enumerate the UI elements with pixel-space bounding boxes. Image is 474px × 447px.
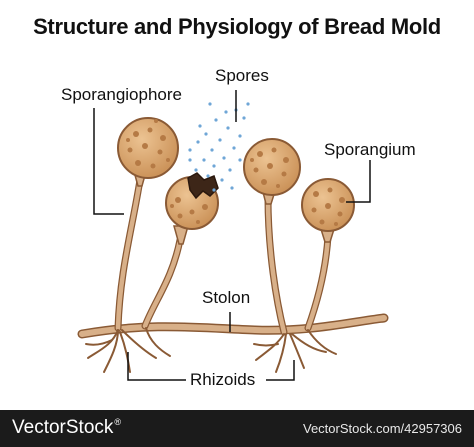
sporangium-2 bbox=[243, 138, 301, 196]
leader-lines bbox=[93, 90, 371, 381]
watermark-footer: VectorStock® VectorStock.com/42957306 bbox=[0, 410, 474, 447]
label-spores: Spores bbox=[215, 66, 269, 85]
sporangium-burst bbox=[165, 172, 219, 230]
brand-text: VectorStock bbox=[12, 417, 114, 438]
brand-logo: VectorStock® bbox=[12, 417, 121, 439]
sporangium-3 bbox=[301, 178, 355, 232]
label-rhizoids: Rhizoids bbox=[190, 370, 256, 389]
sporangium-1 bbox=[117, 117, 179, 179]
rhizoids-right bbox=[253, 329, 337, 373]
sporangiophore-stalks bbox=[114, 176, 332, 336]
label-stolon: Stolon bbox=[202, 288, 251, 307]
rhizoids-left bbox=[85, 327, 171, 373]
registered-mark: ® bbox=[114, 417, 122, 427]
label-sporangiophore: Sporangiophore bbox=[61, 85, 182, 104]
spores-cloud bbox=[188, 102, 250, 192]
label-sporangium: Sporangium bbox=[324, 140, 416, 159]
diagram-title: Structure and Physiology of Bread Mold bbox=[33, 14, 441, 39]
image-id: VectorStock.com/42957306 bbox=[303, 421, 462, 436]
